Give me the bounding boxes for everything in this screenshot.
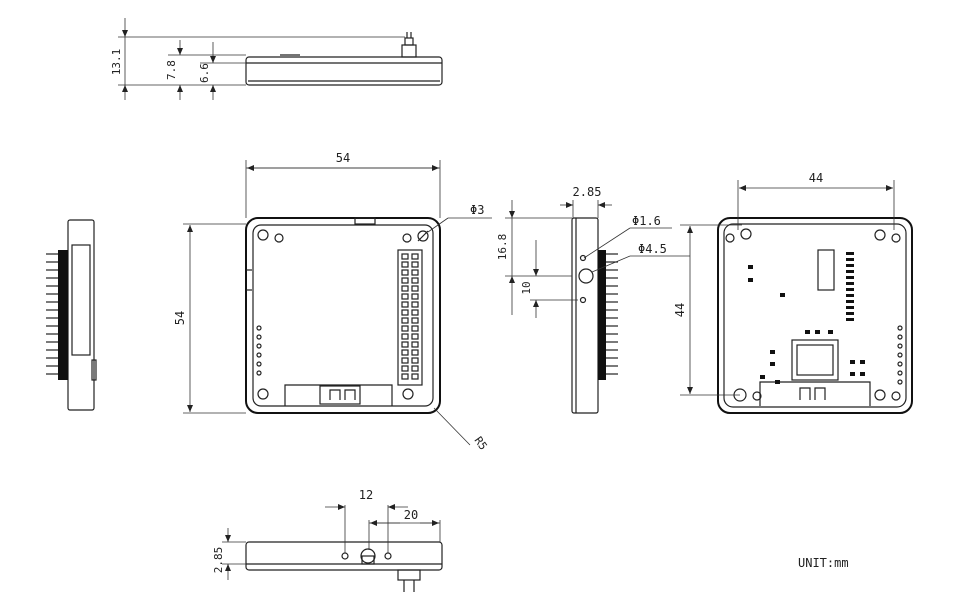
header-pin <box>411 301 419 308</box>
component-mark <box>775 380 780 384</box>
header-pin <box>411 317 419 324</box>
header-pin <box>411 285 419 292</box>
component-mark <box>846 258 854 261</box>
led-dot <box>256 361 262 367</box>
component-mark <box>760 375 765 379</box>
component-mark <box>815 330 820 334</box>
component-mark <box>846 252 854 255</box>
dim-front-corner-radius: R5 <box>472 434 490 452</box>
right-side-view <box>505 200 690 414</box>
header-pin <box>411 293 419 300</box>
dim-bottom-dist-1: 12 <box>359 488 373 502</box>
led-dot <box>256 370 262 376</box>
dim-side-height-1: 16.8 <box>496 234 509 261</box>
header-pin <box>411 277 419 284</box>
led-dot <box>256 334 262 340</box>
dim-top-case-height: 6.6 <box>198 63 211 83</box>
dim-front-height: 54 <box>173 311 187 325</box>
component-mark <box>846 282 854 285</box>
dim-side-offset: 2.85 <box>573 185 602 199</box>
header-pin <box>401 349 409 356</box>
header-pin <box>411 309 419 316</box>
component-mark <box>770 350 775 354</box>
header-pin <box>401 341 409 348</box>
back-view <box>680 180 913 414</box>
dim-back-height: 44 <box>673 303 687 317</box>
header-pin <box>401 277 409 284</box>
component-mark <box>846 300 854 303</box>
component-mark <box>748 278 753 282</box>
led-dot <box>256 352 262 358</box>
led-dot <box>897 379 903 385</box>
header-pin <box>401 261 409 268</box>
led-dot <box>897 334 903 340</box>
header-pin <box>411 365 419 372</box>
led-dot <box>256 343 262 349</box>
header-pin <box>411 261 419 268</box>
component-mark <box>850 372 855 376</box>
header-pin <box>401 253 409 260</box>
header-pin <box>411 333 419 340</box>
component-mark <box>846 318 854 321</box>
led-dot <box>897 352 903 358</box>
dim-front-hole-dia: Φ3 <box>470 203 484 217</box>
dim-top-body-height: 7.8 <box>165 60 178 80</box>
dim-side-hole-small: Φ1.6 <box>632 214 661 228</box>
left-side-view <box>46 219 97 411</box>
header-pin <box>401 333 409 340</box>
dim-side-hole-large: Φ4.5 <box>638 242 667 256</box>
dim-bottom-height: 2.85 <box>212 547 225 574</box>
unit-label: UNIT:mm <box>798 556 849 570</box>
component-mark <box>828 330 833 334</box>
component-mark <box>780 293 785 297</box>
top-profile-view <box>118 18 443 100</box>
header-pin <box>401 293 409 300</box>
header-pin <box>411 373 419 380</box>
led-dot <box>897 325 903 331</box>
header-pin <box>401 325 409 332</box>
header-pin <box>401 309 409 316</box>
dim-back-width: 44 <box>809 171 823 185</box>
header-pin <box>411 269 419 276</box>
header-pin <box>401 317 409 324</box>
header-pin <box>401 269 409 276</box>
dim-top-total-height: 13.1 <box>110 49 123 76</box>
component-mark <box>846 270 854 273</box>
component-mark <box>846 276 854 279</box>
led-dot <box>897 370 903 376</box>
header-pin <box>411 349 419 356</box>
header-pin <box>411 325 419 332</box>
front-view <box>183 160 492 446</box>
dim-bottom-dist-2: 20 <box>404 508 418 522</box>
header-pin <box>411 253 419 260</box>
header-pin <box>401 285 409 292</box>
dim-front-width: 54 <box>336 151 350 165</box>
led-dot <box>256 325 262 331</box>
component-mark <box>846 264 854 267</box>
led-dot <box>897 343 903 349</box>
component-mark <box>805 330 810 334</box>
led-dot <box>897 361 903 367</box>
header-pin <box>411 357 419 364</box>
component-mark <box>846 294 854 297</box>
component-mark <box>770 362 775 366</box>
component-mark <box>846 288 854 291</box>
bottom-profile-view <box>222 504 443 592</box>
header-pin <box>401 301 409 308</box>
header-pin <box>401 357 409 364</box>
component-mark <box>850 360 855 364</box>
dim-side-height-2: 10 <box>520 281 533 294</box>
header-pin <box>401 365 409 372</box>
header-pin <box>401 373 409 380</box>
component-mark <box>860 372 865 376</box>
component-mark <box>748 265 753 269</box>
header-pin <box>411 341 419 348</box>
component-mark <box>860 360 865 364</box>
component-mark <box>846 312 854 315</box>
component-mark <box>846 306 854 309</box>
